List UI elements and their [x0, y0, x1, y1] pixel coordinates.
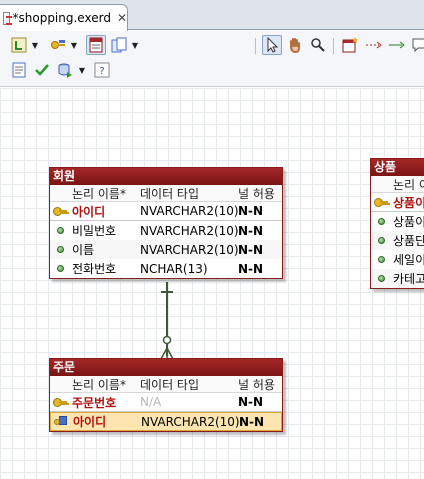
- dashed-relation-icon: [366, 41, 382, 49]
- diagram-toolbar: ▼ ▼ ▼: [0, 31, 424, 87]
- note-button[interactable]: [410, 35, 424, 55]
- attribute-row[interactable]: 아이디 NVARCHAR2(10) N-N: [50, 202, 282, 221]
- column-header: 논리 이: [371, 176, 424, 193]
- attribute-icon: [377, 275, 385, 282]
- attribute-icon: [377, 218, 385, 225]
- note-icon: [412, 38, 424, 53]
- erd-file-icon: [3, 11, 12, 25]
- validate-button[interactable]: [32, 60, 52, 80]
- editor-tab-title: *shopping.exerd: [12, 11, 111, 25]
- attribute-row[interactable]: 상품단: [371, 231, 424, 250]
- copy-icon: [111, 37, 127, 53]
- attribute-row[interactable]: 주문번호 N/A N-N: [50, 393, 282, 412]
- attribute-row[interactable]: 비밀번호 NVARCHAR2(10) N-N: [50, 221, 282, 240]
- select-tool-button[interactable]: [262, 35, 282, 55]
- key-shape-icon: [51, 40, 65, 49]
- attribute-icon: [56, 265, 64, 272]
- zoom-tool-button[interactable]: [308, 35, 328, 55]
- hand-icon: [290, 38, 300, 53]
- report-button[interactable]: [9, 60, 29, 80]
- many-marker: [160, 347, 174, 360]
- toolbar-separator: [255, 38, 256, 54]
- chevron-down-icon[interactable]: ▼: [131, 40, 139, 50]
- chevron-down-icon[interactable]: ▼: [78, 65, 86, 75]
- display-option-button[interactable]: [48, 35, 68, 55]
- pointer-icon: [267, 37, 279, 53]
- non-identifying-relation-button[interactable]: [387, 35, 407, 55]
- copy-view-button[interactable]: [109, 35, 129, 55]
- editor-tab[interactable]: *shopping.exerd ✕: [0, 4, 128, 31]
- magnifier-icon: [311, 38, 325, 52]
- chevron-down-icon[interactable]: ▼: [70, 40, 78, 50]
- entity-order[interactable]: 주문 논리 이름* 데이터 타입 널 허용 주문번호 N/A N-N 아이디 N…: [49, 358, 283, 432]
- toolbar-separator: [333, 38, 334, 54]
- add-table-button[interactable]: [340, 35, 360, 55]
- solid-relation-icon: [389, 41, 405, 49]
- entity-title: 상품: [371, 159, 424, 176]
- diagram-canvas[interactable]: 회원 논리 이름* 데이터 타입 널 허용 아이디 NVARCHAR2(10) …: [0, 88, 424, 479]
- attribute-icon: [56, 246, 64, 253]
- report-icon: [12, 62, 26, 78]
- identifying-relation-button[interactable]: [364, 35, 384, 55]
- logical-icon: [11, 37, 27, 53]
- help-button[interactable]: ?: [92, 60, 112, 80]
- editor-tab-bar: *shopping.exerd ✕: [0, 0, 424, 31]
- check-icon: [35, 64, 49, 76]
- relationship-line[interactable]: [150, 282, 184, 362]
- primary-key-icon: [53, 207, 67, 216]
- attribute-row[interactable]: 이름 NVARCHAR2(10) N-N: [50, 240, 282, 259]
- entity-title: 회원: [50, 168, 282, 185]
- attribute-icon: [377, 237, 385, 244]
- entity-member[interactable]: 회원 논리 이름* 데이터 타입 널 허용 아이디 NVARCHAR2(10) …: [49, 167, 283, 279]
- column-header: 논리 이름* 데이터 타입 널 허용: [50, 376, 282, 393]
- close-icon[interactable]: ✕: [116, 11, 127, 25]
- database-icon: [58, 63, 72, 78]
- hand-tool-button[interactable]: [285, 35, 305, 55]
- attribute-row[interactable]: 전화번호 NCHAR(13) N-N: [50, 259, 282, 278]
- optional-marker: [162, 335, 172, 345]
- forward-engineer-button[interactable]: [55, 60, 75, 80]
- attribute-row[interactable]: 상품이: [371, 193, 424, 212]
- new-table-icon: [342, 37, 358, 53]
- attribute-row-selected[interactable]: 아이디 NVARCHAR2(10) N-N: [50, 412, 282, 431]
- table-icon: [89, 37, 103, 53]
- column-header: 논리 이름* 데이터 타입 널 허용: [50, 185, 282, 202]
- attribute-icon: [56, 227, 64, 234]
- entity-product[interactable]: 상품 논리 이 상품이 상품이 상품단 세일이 카테고: [370, 158, 424, 289]
- primary-key-icon: [53, 398, 67, 407]
- svg-text:?: ?: [99, 66, 104, 77]
- attribute-row[interactable]: 카테고: [371, 269, 424, 288]
- entity-title: 주문: [50, 359, 282, 376]
- attribute-icon: [377, 256, 385, 263]
- attribute-row[interactable]: 세일이: [371, 250, 424, 269]
- primary-key-icon: [374, 198, 388, 207]
- table-view-button[interactable]: [86, 35, 106, 55]
- foreign-key-icon: [54, 416, 68, 427]
- help-icon: ?: [94, 62, 110, 78]
- chevron-down-icon[interactable]: ▼: [31, 40, 39, 50]
- attribute-row[interactable]: 상품이: [371, 212, 424, 231]
- logical-view-button[interactable]: [9, 35, 29, 55]
